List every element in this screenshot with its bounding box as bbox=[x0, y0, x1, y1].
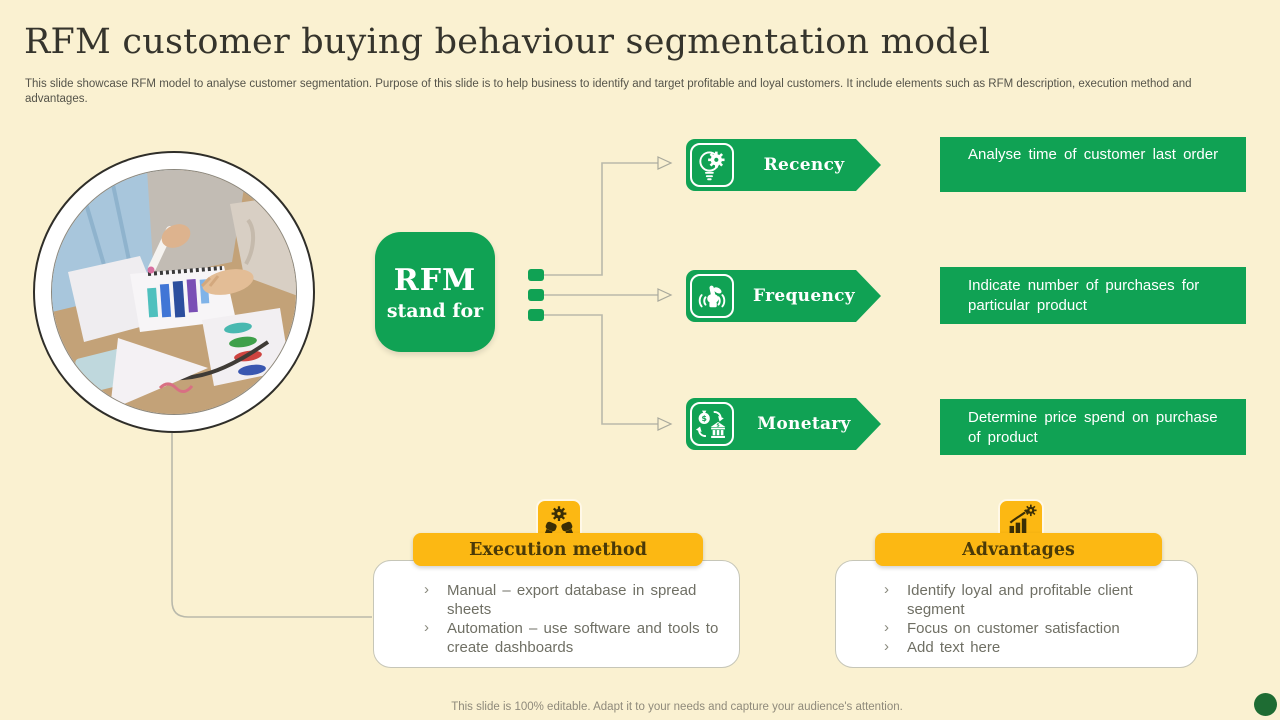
bullet-text: Automation – use software and tools to c… bbox=[447, 620, 719, 656]
arrowhead bbox=[657, 156, 673, 170]
monetary-arrow: $ $ Monetary bbox=[686, 398, 881, 450]
svg-text:$: $ bbox=[716, 423, 719, 429]
bullet-text: Focus on customer satisfaction bbox=[907, 620, 1120, 637]
arrowhead bbox=[657, 417, 673, 431]
rfm-stand-for-box: RFM stand for bbox=[375, 232, 495, 352]
money-bank-icon: $ $ bbox=[690, 402, 734, 446]
connector-node bbox=[528, 289, 544, 301]
list-item: Manual – export database in spread sheet… bbox=[420, 580, 736, 619]
execution-method-title: Execution method bbox=[469, 539, 647, 560]
customer-photo-circle bbox=[33, 151, 315, 433]
monetary-description: Determine price spend on purchase of pro… bbox=[940, 399, 1246, 455]
monetary-arrow-tip bbox=[856, 398, 881, 450]
list-item: Automation – use software and tools to c… bbox=[420, 618, 736, 657]
rfm-caption: stand for bbox=[386, 299, 484, 322]
advantages-title: Advantages bbox=[962, 539, 1075, 560]
advantages-header: Advantages bbox=[875, 533, 1162, 566]
slide-description: This slide showcase RFM model to analyse… bbox=[25, 78, 1192, 105]
rfm-acronym: RFM bbox=[393, 262, 477, 298]
frequency-arrow-tip bbox=[856, 270, 881, 322]
editable-note: This slide is 100% editable. Adapt it to… bbox=[451, 701, 903, 713]
svg-text:$: $ bbox=[702, 414, 707, 423]
rfm-to-recency-connector bbox=[544, 162, 658, 276]
frequency-description: Indicate number of purchases for particu… bbox=[940, 267, 1246, 324]
bullet-text: Add text here bbox=[907, 639, 1001, 656]
connector-node bbox=[528, 269, 544, 281]
frequency-label: Frequency bbox=[753, 286, 855, 306]
bullet-text: Identify loyal and profitable client seg… bbox=[907, 582, 1133, 618]
corner-dot bbox=[1254, 693, 1277, 716]
team-analysis-photo bbox=[52, 170, 296, 414]
advantages-list: Identify loyal and profitable client seg… bbox=[880, 580, 1190, 657]
rfm-to-monetary-connector bbox=[544, 314, 658, 425]
monetary-arrow-body bbox=[686, 398, 856, 450]
bullet-text: Manual – export database in spread sheet… bbox=[447, 582, 697, 618]
execution-method-header: Execution method bbox=[413, 533, 703, 566]
frequency-arrow: Frequency bbox=[686, 270, 881, 322]
recency-label: Recency bbox=[763, 155, 845, 175]
list-item: Identify loyal and profitable client seg… bbox=[880, 580, 1190, 619]
arrowhead bbox=[657, 288, 673, 302]
connector-node bbox=[528, 309, 544, 321]
list-item: Add text here bbox=[880, 637, 1190, 657]
photo-to-execution-connector bbox=[171, 433, 372, 618]
monetary-label: Monetary bbox=[757, 414, 851, 434]
photo-frame bbox=[51, 169, 297, 415]
recency-description: Analyse time of customer last order bbox=[940, 137, 1246, 192]
page-title: RFM customer buying behaviour segmentati… bbox=[24, 22, 991, 62]
bulb-gear-icon bbox=[690, 143, 734, 187]
execution-method-list: Manual – export database in spread sheet… bbox=[420, 580, 736, 657]
hand-signal-icon bbox=[690, 274, 734, 318]
recency-arrow: Recency bbox=[686, 139, 881, 191]
list-item: Focus on customer satisfaction bbox=[880, 618, 1190, 638]
recency-arrow-tip bbox=[856, 139, 881, 191]
